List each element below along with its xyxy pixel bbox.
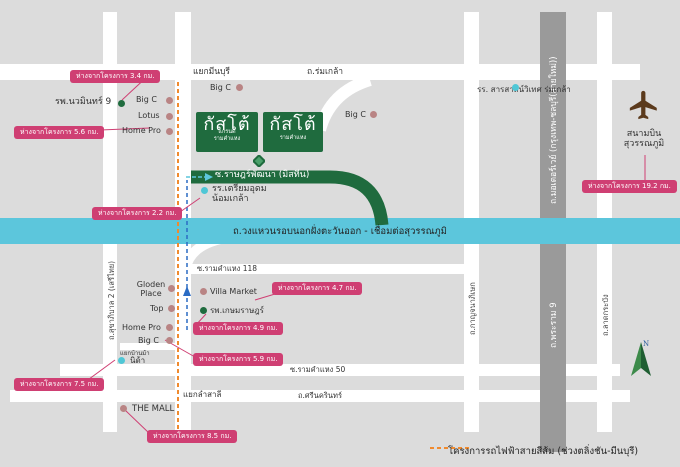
road-outer-ring: [0, 218, 680, 244]
label-big-c-top: Big C: [210, 83, 231, 92]
route-arrow-right-icon: [205, 173, 213, 181]
label-junction-ban-ma: แยกบ้านม้า: [120, 350, 150, 357]
brand-gusto-grand[interactable]: กัสโต้ แกรนด์ รามคำแหง: [196, 112, 258, 152]
brand-main-location: รามคำแหง: [279, 135, 307, 141]
label-big-c-right: Big C: [345, 110, 366, 119]
place-dot-big-c-left: [166, 97, 173, 104]
label-rat-phatthana: ซ.ราษฎร์พัฒนา (มิสทีน): [215, 170, 310, 180]
place-dot-top: [168, 305, 175, 312]
label-nawamin-hospital: รพ.นวมินทร์ 9: [55, 97, 112, 107]
brand-main-title: กัสโต้: [269, 114, 317, 135]
road-ramkhamhaeng-118: [190, 264, 465, 274]
place-dot-home-pro-top: [166, 128, 173, 135]
distance-tag-villa-market: ห่างจากโครงการ 4.7 กม.: [272, 282, 363, 295]
label-junction-lam-sali: แยกลำสาลี: [183, 390, 222, 399]
label-outer-ring: ถ.วงแหวนรอบนอกฝั่งตะวันออก - เชื่อมต่อสุ…: [233, 225, 447, 237]
label-airport: สนามบิน สุวรรณภูมิ: [623, 129, 665, 149]
place-dot-home-pro-bottom: [166, 324, 173, 331]
label-sarasas-school: รร. สารสาสน์วิเทศ ร่มเกล้า: [477, 85, 571, 94]
distance-tag-lotus: ห่างจากโครงการ 5.6 กม.: [14, 126, 105, 139]
road-curve-ram-klao: [314, 74, 372, 132]
label-nida: นิด้า: [130, 356, 146, 365]
leader-d8: [124, 409, 151, 435]
label-sukhaphiban-2: ถ.สุขาภิบาล 2 (เสรีไทย): [107, 260, 116, 340]
project-marker-icon: [253, 155, 265, 167]
leader-d2: [99, 127, 151, 131]
place-dot-triam-udom: [201, 187, 208, 194]
road-ramkhamhaeng-50: [60, 364, 620, 376]
place-dot-kasemrad-hospital: [200, 307, 207, 314]
brand-grand-location: รามคำแหง: [213, 136, 241, 142]
label-home-pro-bottom: Home Pro: [122, 323, 161, 332]
road-rat-phatthana: [191, 170, 389, 226]
label-kanchanaphisek: ถ.กาญจนาภิเษก: [468, 282, 477, 335]
brand-grand-title: กัสโต้: [203, 114, 251, 135]
label-triam-udom: รร.เตรียมอุดม น้อมเกล้า: [212, 184, 267, 204]
place-dot-sarasas-school: [512, 84, 519, 91]
distance-tag-airport: ห่างจากโครงการ 19.2 กม.: [582, 180, 677, 193]
distance-tag-nawamin: ห่างจากโครงการ 3.4 กม.: [70, 70, 161, 83]
label-phra-rama-9: ถ.พระราม 9: [549, 302, 559, 348]
distance-tag-the-mall: ห่างจากโครงการ 8.5 กม.: [147, 430, 238, 443]
label-big-c-bottom: Big C: [138, 336, 159, 345]
label-big-c-left: Big C: [136, 95, 157, 104]
brand-gusto-ramkhamhaeng[interactable]: กัสโต้ รามคำแหง: [263, 112, 323, 152]
north-arrow-icon: N: [631, 340, 651, 376]
distance-tag-kasemrad: ห่างจากโครงการ 4.9 กม.: [193, 322, 284, 335]
label-gloden-place: Gloden Place: [136, 280, 166, 298]
place-dot-villa-market: [200, 288, 207, 295]
label-kasemrad-hospital: รพ.เกษมราษฎร์: [210, 306, 264, 315]
label-ramkhamhaeng-118: ซ.รามคำแหง 118: [197, 264, 258, 273]
road-srinakarin: [10, 390, 630, 402]
legend-orange-line-label: โครงการรถไฟฟ้าสายสีส้ม (ช่วงตลิ่งชัน-มีน…: [448, 446, 639, 457]
label-lat-krabang: ถ.ลาดกระบัง: [601, 294, 610, 336]
leader-d4: [254, 293, 276, 301]
place-dot-nida: [118, 357, 125, 364]
distance-tag-nida: ห่างจากโครงการ 7.5 กม.: [14, 378, 105, 391]
brand-grand-sub: แกรนด์: [218, 129, 236, 135]
place-dot-gloden-place: [168, 285, 175, 292]
place-dot-nawamin-hospital: [118, 100, 125, 107]
label-motorway: ถ.มอเตอร์เวย์ (กรุงเทพ-ชลบุรี(สายใหม่)): [549, 56, 559, 204]
place-dot-big-c-bottom: [166, 337, 173, 344]
road-ban-ma: [120, 343, 180, 350]
label-top: Top: [150, 304, 164, 313]
label-ram-klao: ถ.ร่มเกล้า: [307, 67, 344, 77]
place-dot-lotus: [166, 113, 173, 120]
label-lotus: Lotus: [138, 111, 160, 120]
label-ramkhamhaeng-50: ซ.รามคำแหง 50: [290, 365, 346, 374]
label-srinakarin: ถ.ศรีนครินทร์: [298, 391, 342, 400]
airplane-icon: [629, 90, 657, 120]
place-dot-the-mall: [120, 405, 127, 412]
place-dot-big-c-right: [370, 111, 377, 118]
place-dot-big-c-top: [236, 84, 243, 91]
leader-d3: [179, 197, 201, 213]
label-villa-market: Villa Market: [210, 287, 257, 296]
svg-text:N: N: [643, 340, 649, 348]
route-arrow-up-icon: [183, 286, 191, 296]
distance-tag-triam-udom: ห่างจากโครงการ 2.2 กม.: [92, 207, 183, 220]
distance-tag-big-c-bottom: ห่างจากโครงการ 5.9 กม.: [193, 353, 284, 366]
label-home-pro-top: Home Pro: [122, 126, 161, 135]
label-junction-min-buri: แยกมีนบุรี: [193, 67, 230, 77]
label-the-mall: THE MALL: [132, 404, 175, 414]
